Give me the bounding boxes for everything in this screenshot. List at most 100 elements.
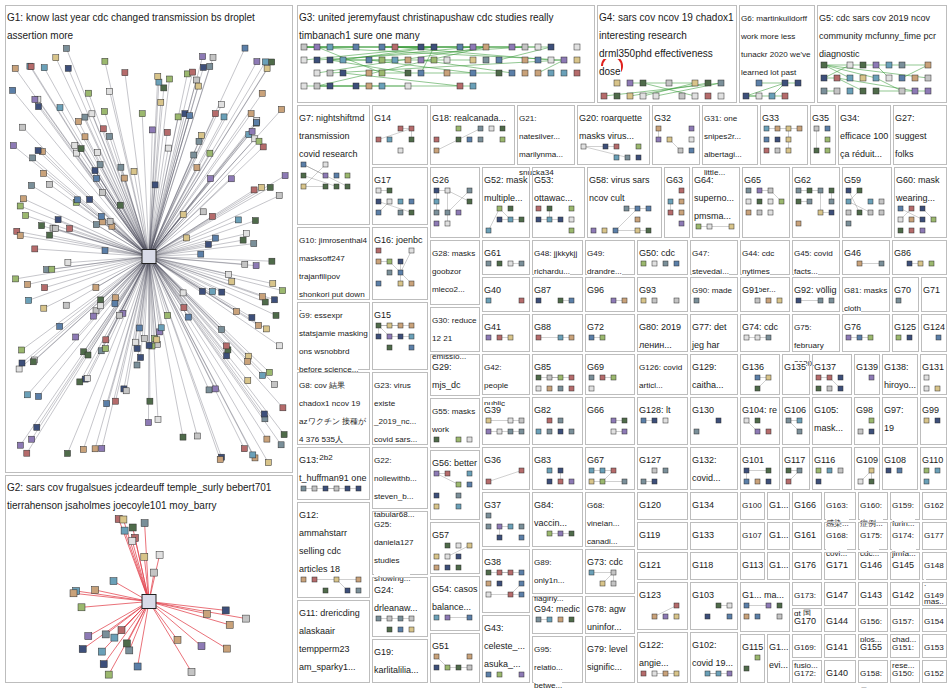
vertex-icon: [879, 210, 884, 215]
network-edge: [75, 145, 149, 256]
vertex-icon: [536, 298, 541, 303]
group-box: G174: jimfa...: [890, 522, 920, 550]
group-box: G19: karlitalilia...: [372, 639, 428, 683]
vertex-icon: [200, 209, 206, 215]
vertex-icon: [508, 524, 513, 529]
vertex-icon: [486, 592, 491, 597]
vertex-icon: [795, 80, 801, 86]
vertex-icon: [764, 137, 769, 142]
vertex-icon: [755, 335, 760, 340]
vertex-icon: [180, 434, 186, 440]
network-edge: [149, 48, 245, 256]
vertex-icon: [387, 137, 392, 142]
vertex-icon: [827, 386, 832, 391]
vertex-icon: [122, 70, 128, 76]
vertex-icon: [17, 442, 23, 448]
vertex-icon: [886, 62, 892, 68]
vertex-icon: [456, 504, 461, 509]
network-edge: [379, 202, 412, 213]
group-box: G159: furin...: [890, 492, 920, 520]
vertex-icon: [376, 188, 381, 193]
group-box: G74: cdc: [740, 314, 790, 352]
vertex-icon: [53, 226, 59, 232]
vertex-icon: [379, 57, 385, 63]
group-box: G27: suggest folks: [893, 105, 947, 165]
vertex-icon: [705, 671, 710, 676]
group-label: G105: mask...: [814, 405, 843, 433]
vertex-icon: [663, 418, 668, 423]
network-edge: [76, 202, 149, 256]
group-label: G77: det jeg har: [692, 322, 727, 350]
vertex-icon: [834, 88, 840, 94]
vertex-icon: [746, 188, 751, 193]
vertex-icon: [67, 226, 73, 232]
group-box: G177: [922, 522, 947, 550]
group-box: G119: [637, 522, 688, 550]
vertex-icon: [156, 79, 162, 85]
group-box: G122: angie...: [637, 632, 688, 683]
network-edge: [746, 83, 785, 96]
network-edge: [820, 191, 821, 213]
group-label: G33: [762, 113, 779, 123]
vertex-icon: [164, 129, 170, 135]
vertex-icon: [154, 337, 160, 343]
vertex-icon: [640, 93, 646, 99]
vertex-icon: [102, 631, 109, 638]
vertex-icon: [509, 44, 515, 50]
vertex-icon: [611, 298, 616, 303]
vertex-icon: [467, 543, 472, 548]
network-edge: [132, 541, 149, 601]
group-box: G37: [482, 492, 530, 547]
network-edge: [539, 337, 572, 338]
vertex-icon: [98, 297, 104, 303]
group-box: G40: [482, 277, 530, 312]
vertex-icon: [243, 615, 250, 622]
vertex-icon: [857, 188, 862, 193]
vertex-icon: [129, 538, 136, 545]
network-edge: [22, 257, 149, 364]
vertex-icon: [77, 379, 83, 385]
vertex-icon: [434, 654, 439, 659]
vertex-icon: [207, 150, 213, 156]
vertex-icon: [547, 531, 552, 536]
group-label: G1... evi...: [769, 642, 789, 670]
group-box: G143: [858, 582, 888, 606]
vertex-icon: [107, 88, 113, 94]
network-edge: [66, 48, 149, 256]
group-label: G157: chad...: [892, 617, 916, 644]
vertex-icon: [55, 217, 61, 223]
group-box: G138: hiroyo...: [882, 354, 918, 395]
group-box: G130: [690, 397, 738, 445]
network-edge: [149, 116, 190, 257]
vertex-icon: [500, 137, 505, 142]
network-edge: [135, 257, 149, 343]
group-label: G10: jimrosenthal4 masksoff247 trajanfil…: [299, 236, 367, 317]
group-label: G154: [924, 617, 944, 626]
group-label: G78: agw uninfor...: [587, 604, 626, 632]
vertex-icon: [228, 176, 234, 182]
vertex-icon: [104, 401, 110, 407]
group-box: G148: más...: [922, 552, 947, 580]
vertex-icon: [689, 148, 694, 153]
vertex-icon: [467, 137, 472, 142]
vertex-icon: [94, 150, 100, 156]
vertex-icon: [334, 173, 339, 178]
group-label: G92: völlig: [794, 285, 837, 295]
vertex-icon: [679, 221, 684, 226]
vertex-icon: [600, 581, 605, 586]
network-edge: [149, 123, 256, 256]
vertex-icon: [353, 44, 359, 50]
vertex-icon: [185, 314, 191, 320]
group-label: G54: casos balance...: [432, 584, 478, 612]
vertex-icon: [918, 261, 923, 266]
vertex-icon: [627, 93, 633, 99]
network-edge: [77, 200, 149, 257]
vertex-icon: [574, 57, 580, 63]
vertex-icon: [327, 83, 333, 89]
group-label: G173: gt 国: [794, 591, 816, 618]
vertex-icon: [134, 346, 140, 352]
vertex-icon: [467, 615, 472, 620]
vertex-icon: [796, 221, 801, 226]
vertex-icon: [816, 468, 821, 473]
vertex-icon: [340, 57, 346, 63]
